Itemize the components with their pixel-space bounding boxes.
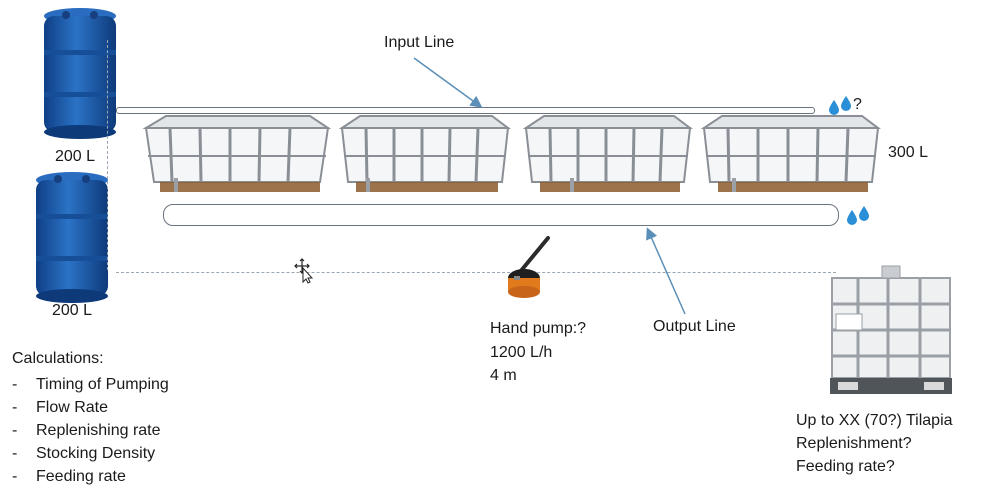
ibc-tote-icon [830,265,952,394]
suction-line [116,272,836,273]
list-item: -Flow Rate [12,399,109,416]
tank-capacity-label: 300 L [888,144,929,161]
list-item: -Timing of Pumping [12,376,169,393]
calculations-list: -Timing of Pumping -Flow Rate -Replenish… [12,373,169,488]
output-pipe [163,204,839,226]
list-item: -Stocking Density [12,445,156,462]
ibc-line-2: Replenishment? [796,435,912,452]
barrel-top-label: 200 L [55,148,96,165]
input-pipe [116,107,815,114]
ibc-line-3: Feeding rate? [796,458,895,475]
hand-pump-icon [508,236,550,298]
barrel-bottom-label: 200 L [52,302,93,319]
tank-3-icon [522,115,693,192]
tank-1-icon [142,115,332,192]
water-drop-icon [829,96,851,115]
hand-pump-title: Hand pump:? [490,320,587,337]
tank-4-icon [700,115,881,192]
barrel-bottom-icon [36,172,108,303]
ibc-line-1: Up to XX (70?) Tilapia [796,412,953,429]
barrel-top-icon [44,8,116,139]
move-cursor-icon [294,258,314,284]
output-line-label: Output Line [653,318,736,335]
drop-question-label: ? [853,96,862,113]
water-drop-icon [847,206,869,225]
hand-pump-head: 4 m [490,367,517,384]
calculations-heading: Calculations: [12,350,104,367]
hand-pump-flow: 1200 L/h [490,344,553,361]
input-line-label: Input Line [384,34,455,51]
tank-2-icon [338,115,511,192]
barrel-connector-vertical [107,40,108,270]
list-item: -Feeding rate [12,468,126,485]
list-item: -Replenishing rate [12,422,161,439]
